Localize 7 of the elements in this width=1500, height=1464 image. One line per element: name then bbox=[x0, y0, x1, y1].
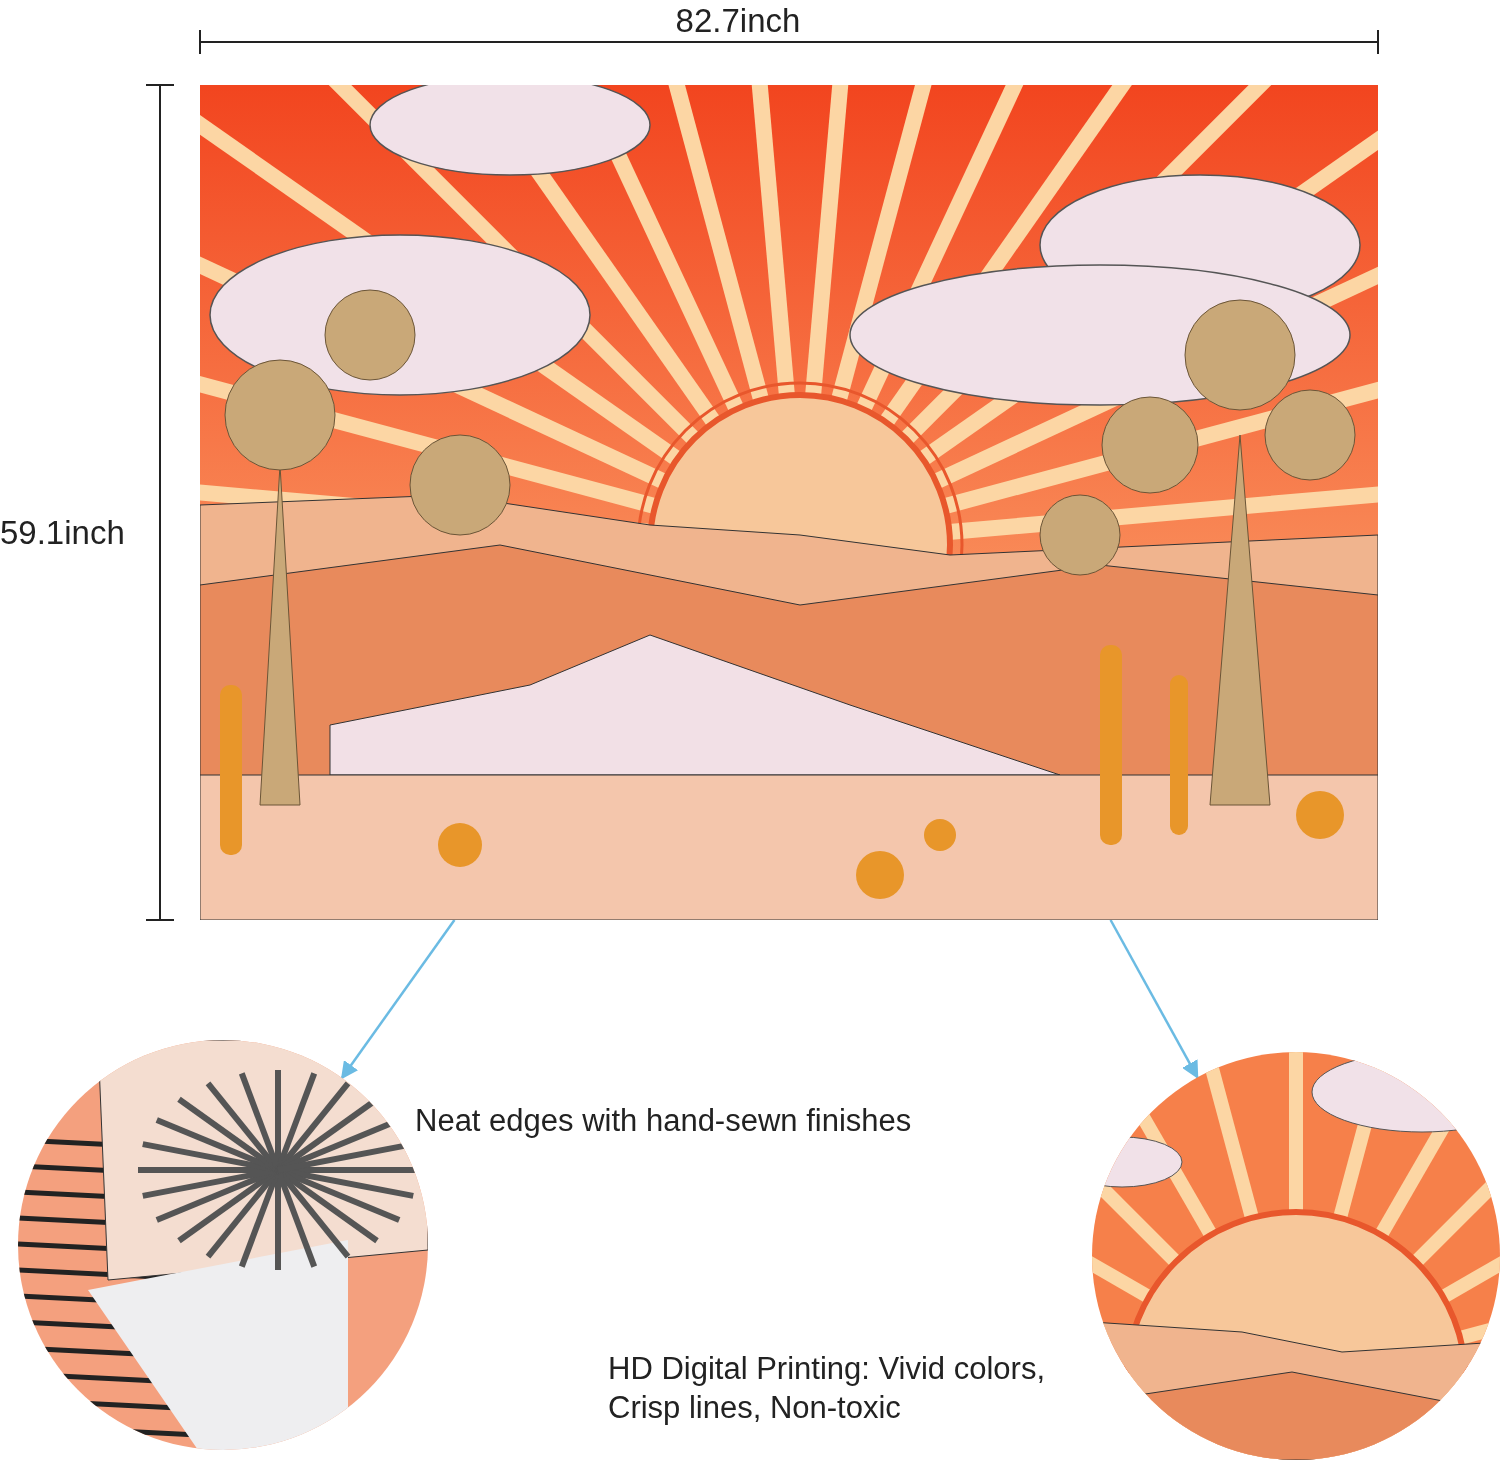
arrow bbox=[1109, 919, 1199, 1079]
dimension-label: 82.7inch bbox=[674, 1, 802, 41]
arrow bbox=[340, 919, 456, 1080]
feature-caption: Neat edges with hand-sewn finishes bbox=[415, 1102, 913, 1140]
feature-caption: HD Digital Printing: Vivid colors, Crisp lines, Non-toxic bbox=[608, 1350, 1047, 1427]
dimension-label: 59.1inch bbox=[0, 513, 126, 553]
tapestry-picture bbox=[200, 85, 1378, 920]
